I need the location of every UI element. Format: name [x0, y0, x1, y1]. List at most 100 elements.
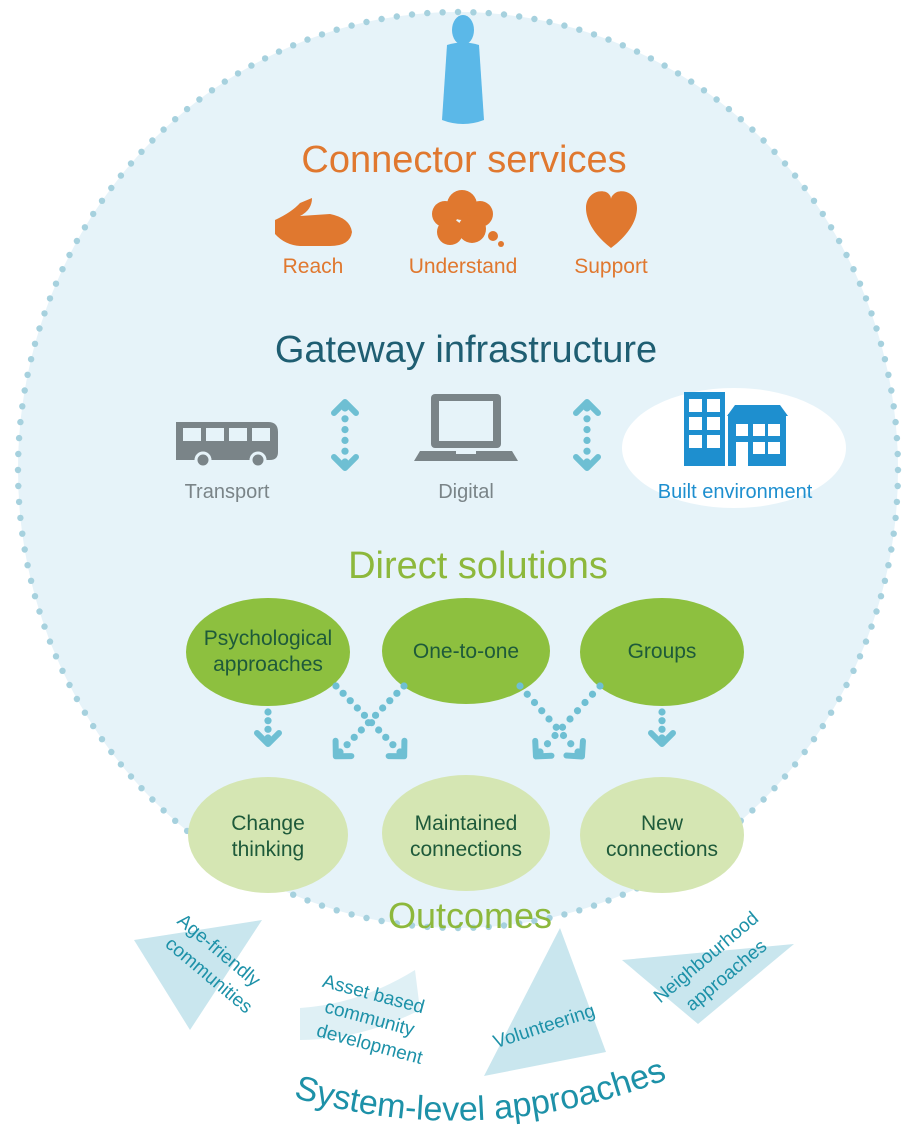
ring-dot	[66, 251, 73, 259]
ring-dot	[15, 434, 23, 442]
psychological-line1: Psychological	[204, 627, 332, 650]
ring-dot	[439, 9, 446, 16]
ring-dot	[873, 325, 880, 332]
ring-dot	[17, 514, 24, 522]
ring-dot	[725, 105, 733, 113]
ring-dot	[19, 403, 26, 410]
ring-dot	[15, 498, 23, 506]
ring-dot	[31, 340, 39, 347]
arrow-dot	[339, 689, 347, 697]
ring-dot	[363, 914, 370, 922]
ring-dot	[290, 891, 297, 898]
ring-dot	[868, 623, 875, 630]
ring-dot	[801, 184, 808, 192]
solution-arrows	[254, 682, 676, 760]
arrow-dot	[341, 436, 349, 444]
new-line1: New	[641, 812, 684, 835]
reach-label: Reach	[283, 255, 344, 278]
arrow-dot	[523, 690, 531, 698]
ring-dot	[424, 923, 431, 931]
change-thinking-ellipse	[188, 777, 348, 893]
ring-dot	[234, 70, 242, 77]
arrow-dot	[360, 711, 369, 719]
ring-dot	[160, 807, 167, 814]
arrow-dot	[379, 704, 387, 712]
ring-dot	[619, 42, 626, 49]
ring-dot	[290, 42, 297, 49]
ring-dot	[408, 922, 416, 929]
ring-dot	[843, 251, 850, 259]
ring-dot	[27, 356, 35, 363]
ring-dot	[208, 87, 216, 94]
ring-dot	[90, 722, 97, 730]
ring-dot	[810, 736, 818, 743]
ring-dot	[888, 387, 895, 394]
ring-dot	[117, 172, 125, 179]
ring-dot	[378, 15, 385, 23]
arrow-dot	[530, 698, 539, 707]
groups-label: Groups	[628, 640, 697, 663]
bus-icon	[176, 422, 278, 469]
arrow-dot	[353, 704, 361, 712]
arrow-dot	[264, 708, 272, 716]
ring-dot	[14, 466, 22, 474]
ring-dot	[454, 8, 462, 16]
arrow-dot	[559, 731, 568, 740]
ring-dot	[760, 137, 767, 144]
ring-dot	[819, 210, 826, 218]
arrow-dot	[400, 682, 408, 690]
laptop-icon	[414, 394, 518, 461]
ring-dot	[877, 340, 885, 347]
arrow-dot	[545, 715, 553, 723]
ring-dot	[41, 310, 48, 317]
ring-dot	[439, 924, 446, 931]
arrow-dot	[350, 733, 358, 741]
ring-dot	[59, 667, 66, 674]
arrow-head	[573, 399, 601, 416]
arrow-dot	[341, 447, 349, 455]
arrow-dot	[658, 717, 666, 725]
ring-dot	[485, 9, 492, 17]
ring-dot	[868, 310, 875, 317]
ring-dot	[647, 55, 655, 62]
arrow-dot	[264, 725, 272, 733]
ring-dot	[21, 546, 28, 553]
ring-dot	[108, 184, 115, 192]
arrow-dot	[357, 726, 365, 734]
arrow-head	[648, 730, 676, 747]
ring-dot	[160, 126, 167, 133]
ring-dot	[576, 907, 583, 914]
maintained-line1: Maintained	[415, 812, 518, 835]
ring-dot	[66, 681, 73, 689]
ring-dot	[885, 562, 892, 569]
ring-dot	[894, 482, 901, 490]
arrow-dot	[583, 426, 591, 434]
psychological-line2: approaches	[213, 653, 323, 676]
ring-dot	[15, 482, 22, 490]
ring-dot	[737, 116, 744, 123]
heart-icon	[586, 191, 637, 248]
arrow-dot	[364, 719, 373, 727]
arrow-dot	[341, 415, 349, 423]
ring-dot	[196, 96, 203, 103]
ring-dot	[183, 105, 191, 113]
ring-dot	[771, 148, 778, 155]
ring-dot	[791, 172, 799, 179]
psychological-approaches-ellipse	[186, 598, 350, 706]
ring-dot	[19, 530, 26, 537]
ring-dot	[590, 31, 598, 38]
ring-dot	[810, 197, 818, 204]
ring-dot	[835, 695, 843, 703]
ring-dot	[24, 371, 31, 378]
arrow-dot	[264, 717, 272, 725]
arrow-dot	[581, 698, 589, 707]
arrow-dot	[658, 725, 666, 733]
ring-dot	[873, 608, 880, 615]
ring-dot	[470, 924, 477, 931]
ring-dot	[149, 796, 156, 803]
ring-dot	[619, 891, 626, 898]
ring-dot	[424, 9, 431, 17]
ring-dot	[108, 748, 115, 756]
ring-dot	[546, 914, 553, 922]
ring-dot	[90, 210, 97, 218]
